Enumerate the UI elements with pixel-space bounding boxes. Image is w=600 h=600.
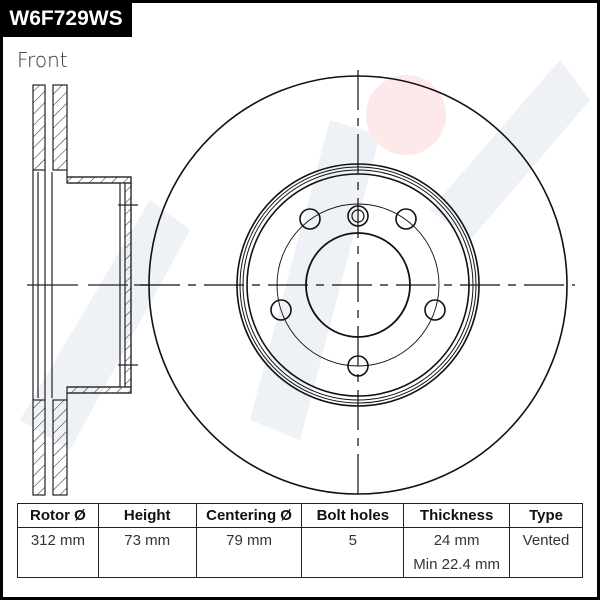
part-number-title: W6F729WS [0,0,132,37]
header-thickness: Thickness [403,503,511,528]
value-bolt-holes: 5 [301,527,405,578]
bolt-hole [270,299,292,321]
bolt-hole [424,299,446,321]
spec-table: Rotor Ø Height Centering Ø Bolt holes Th… [17,503,583,578]
watermark [20,60,590,450]
header-rotor: Rotor Ø [17,503,99,528]
value-centering: 79 mm [195,527,303,578]
header-height: Height [97,503,197,528]
value-type: Vented [509,527,583,578]
value-height: 73 mm [97,527,197,578]
thickness-minimum: Min 22.4 mm [413,556,500,573]
bolt-hole [299,208,321,230]
header-bolt-holes: Bolt holes [301,503,405,528]
thickness-nominal: 24 mm [433,532,480,549]
value-thickness: 24 mm Min 22.4 mm [403,527,511,578]
view-label: Front [17,48,68,72]
header-type: Type [509,503,583,528]
bolt-hole [395,208,417,230]
spec-value-row: 312 mm 73 mm 79 mm 5 24 mm Min 22.4 mm Ve… [17,527,583,578]
front-view [140,70,575,500]
side-view [27,84,148,496]
header-centering: Centering Ø [195,503,303,528]
spec-header-row: Rotor Ø Height Centering Ø Bolt holes Th… [17,503,583,528]
value-rotor: 312 mm [17,527,99,578]
